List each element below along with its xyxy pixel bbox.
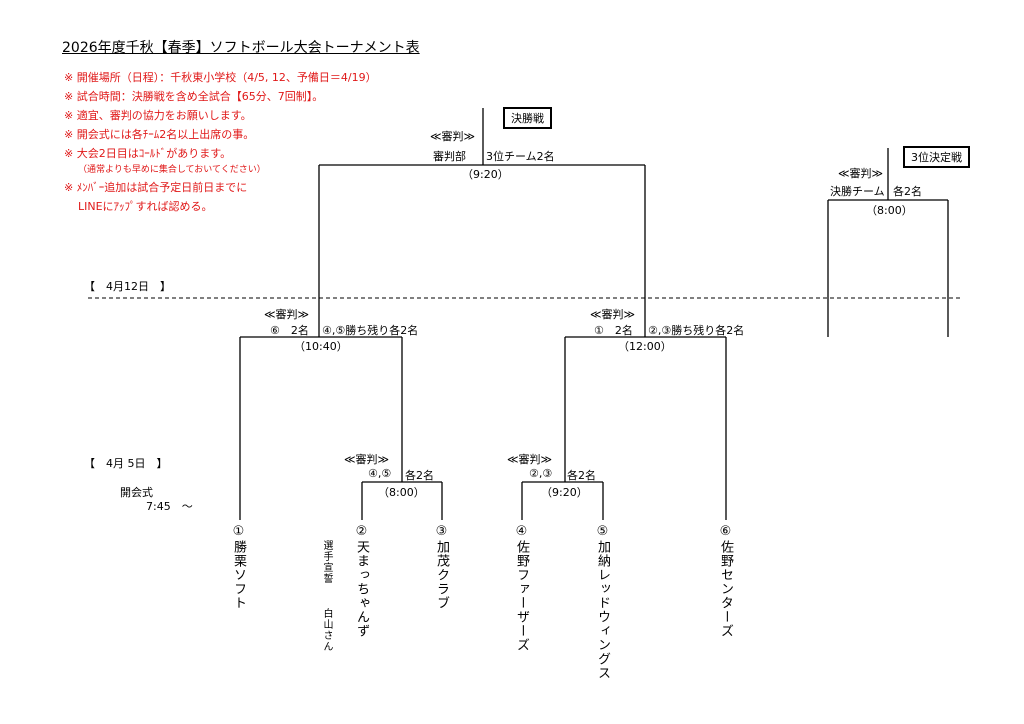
day2-header: 【 4月12日 】 — [84, 280, 171, 293]
r1b-referee-label: ≪審判≫ — [507, 453, 553, 466]
semi-right-referee-label: ≪審判≫ — [590, 308, 636, 321]
semi-right-referee-2: ②,③勝ち残り各2名 — [648, 324, 745, 337]
final-referee-left: 審判部 — [433, 150, 466, 163]
team-5: ⑤加納レッドウィングス — [595, 524, 610, 680]
team-4: ④佐野ファーザーズ — [514, 524, 529, 652]
final-referee-right: 3位チーム2名 — [486, 150, 555, 163]
r1b-referee: ②,③ — [529, 467, 553, 480]
note-5: ※ 大会2日目はｺｰﾙﾄﾞがあります。 — [64, 147, 232, 160]
r1b-referee-2: 各2名 — [567, 469, 596, 482]
semi-right-time: （12:00） — [618, 340, 672, 353]
third-place-box: 3位決定戦 — [903, 146, 970, 168]
player-oath-label: 選手宣誓 — [321, 540, 332, 584]
r1a-referee-label: ≪審判≫ — [344, 453, 390, 466]
team-2: ②天まっちゃんず — [354, 524, 369, 638]
semi-left-time: （10:40） — [294, 340, 348, 353]
page-title: 2026年度千秋【春季】ソフトボール大会トーナメント表 — [62, 40, 420, 56]
note-4: ※ 開会式には各ﾁｰﾑ2名以上出席の事。 — [64, 128, 255, 141]
notes: ※ 開催場所（日程）：千秋東小学校（4/5, 12、予備日＝4/19） ※ 試合… — [64, 68, 377, 216]
final-referee-label: ≪審判≫ — [430, 130, 476, 143]
r1a-referee-2: 各2名 — [405, 469, 434, 482]
note-3: ※ 適宜、審判の協力をお願いします。 — [64, 109, 252, 122]
final-box: 決勝戦 — [503, 107, 552, 129]
opening-ceremony-label: 開会式 — [120, 486, 153, 499]
team-3: ③加茂クラブ — [434, 524, 449, 610]
r1b-time: （9:20） — [541, 486, 588, 499]
third-referee-left: 決勝チーム — [830, 185, 885, 198]
semi-right-referee: ① 2名 — [594, 324, 633, 337]
semi-left-referee: ⑥ 2名 — [270, 324, 309, 337]
note-6: ※ ﾒﾝﾊﾞｰ追加は試合予定日前日までに — [64, 181, 248, 194]
note-2: ※ 試合時間：決勝戦を含め全試合【65分、7回制】。 — [64, 90, 324, 103]
third-time: （8:00） — [866, 204, 913, 217]
opening-ceremony-time: 7:45 ～ — [146, 500, 193, 513]
note-5-sub: （通常よりも早めに集合しておいてください） — [78, 165, 266, 175]
r1a-time: （8:00） — [378, 486, 425, 499]
day1-header: 【 4月 5日 】 — [84, 457, 168, 470]
player-oath-name: 白山さん — [321, 608, 332, 652]
third-referee-right: 各2名 — [893, 185, 922, 198]
final-time: （9:20） — [462, 168, 509, 181]
semi-left-referee-2: ④,⑤勝ち残り各2名 — [322, 324, 419, 337]
third-referee-label: ≪審判≫ — [838, 167, 884, 180]
semi-left-referee-label: ≪審判≫ — [264, 308, 310, 321]
note-6-cont: LINEにｱｯﾌﾟすれば認める。 — [78, 200, 213, 213]
team-6: ⑥佐野センターズ — [718, 524, 733, 638]
note-1: ※ 開催場所（日程）：千秋東小学校（4/5, 12、予備日＝4/19） — [64, 71, 377, 84]
r1a-referee: ④,⑤ — [368, 467, 392, 480]
team-1: ①勝栗ソフト — [231, 524, 246, 610]
